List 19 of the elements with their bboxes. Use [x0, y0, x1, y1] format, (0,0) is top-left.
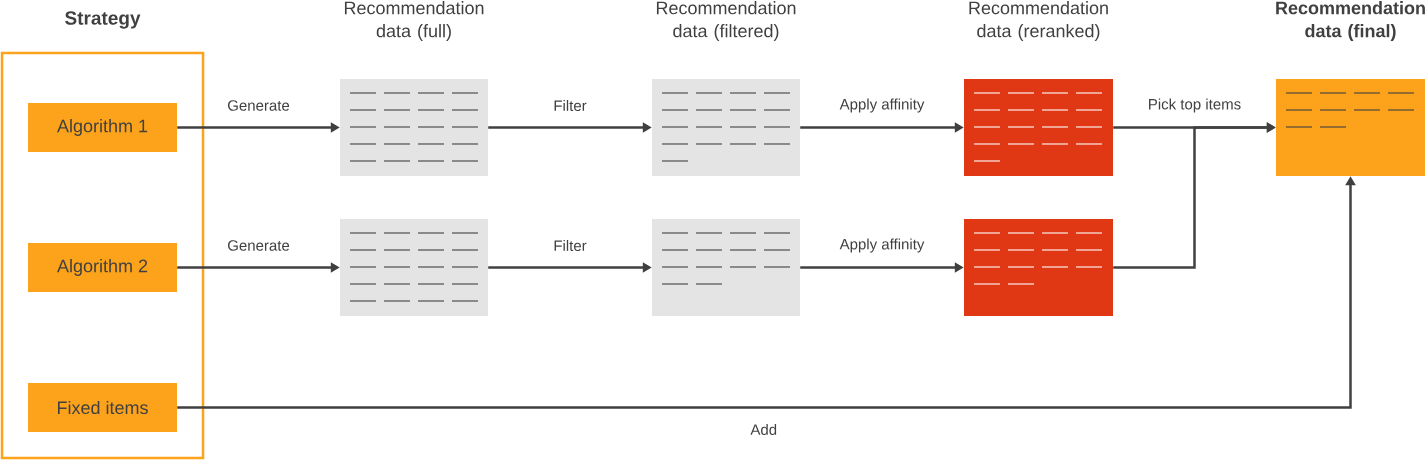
edge-label: Generate [226, 99, 291, 112]
data-table [340, 219, 488, 316]
column-heading: Recommendation data (filtered) [656, 1, 796, 41]
edge-label: Add [749, 423, 779, 436]
algorithm-box: Algorithm 2 [28, 243, 177, 292]
edge-label: Filter [552, 239, 588, 252]
edge-label: Apply affinity [838, 97, 926, 114]
column-heading: Recommendation data (final) [1276, 1, 1425, 41]
data-table [964, 219, 1113, 316]
algorithm-box: Algorithm 1 [28, 103, 177, 152]
data-table [652, 219, 800, 316]
algorithm-box: Fixed items [28, 383, 177, 432]
edge-label: Pick top items [1146, 97, 1243, 114]
edge-label: Filter [552, 99, 588, 112]
column-heading: Recommendation data (reranked) [969, 1, 1108, 41]
edge-label: Generate [226, 239, 291, 252]
edge-label: Apply affinity [838, 237, 926, 254]
column-heading: Recommendation data (full) [344, 1, 484, 41]
panel-heading: Strategy [65, 11, 141, 29]
